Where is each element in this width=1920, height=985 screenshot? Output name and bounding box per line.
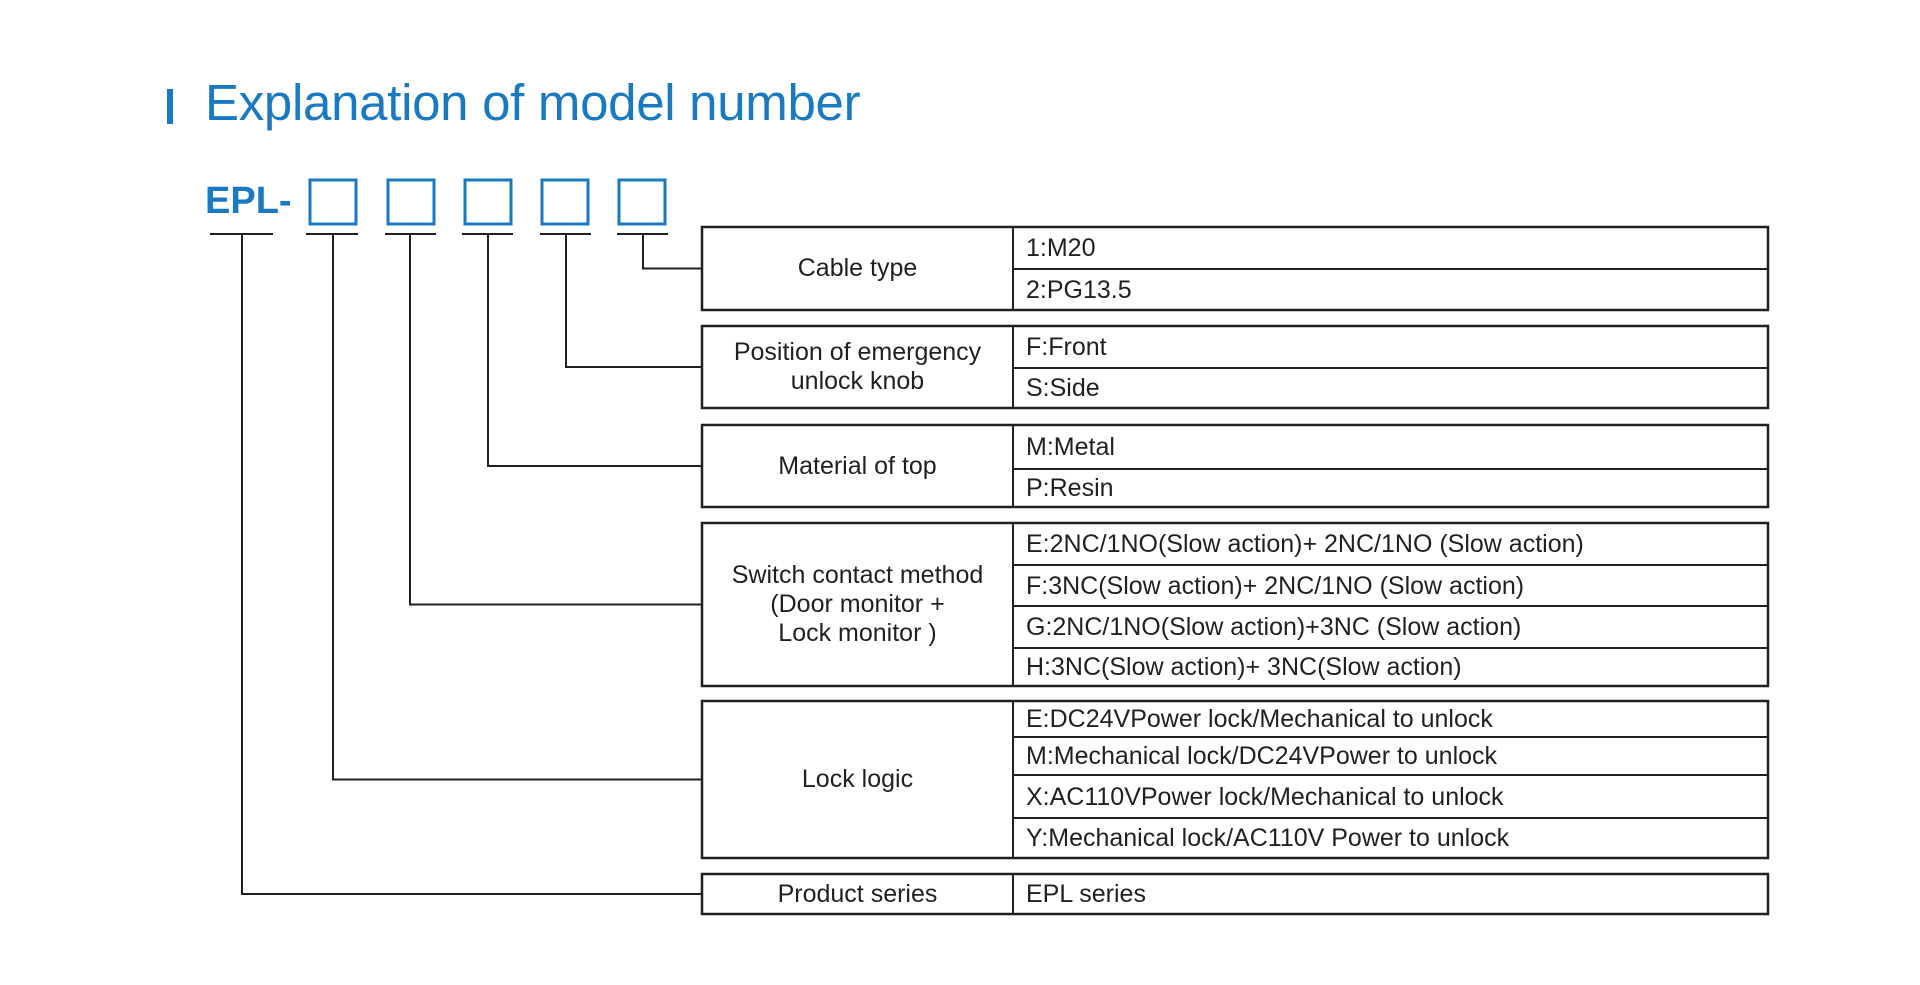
category-label: Lock logic (801, 765, 914, 793)
connector-6 (241, 234, 702, 895)
model-prefix: EPL- (205, 180, 292, 222)
category-label: Position of emergency unlock knob (733, 338, 982, 395)
option-text: P:Resin (1026, 474, 1114, 502)
connector-1 (642, 234, 702, 270)
page-title: Explanation of model number (205, 74, 861, 131)
option-text: X:AC110VPower lock/Mechanical to unlock (1026, 782, 1504, 811)
category-label: Cable type (797, 254, 918, 282)
option-text: E:DC24VPower lock/Mechanical to unlock (1026, 705, 1493, 733)
code-box-3 (463, 178, 513, 226)
connector-4 (409, 234, 702, 606)
title-accent-bar (167, 89, 173, 124)
code-box-1 (308, 178, 358, 226)
category-label: Switch contact method (Door monitor + Lo… (731, 561, 984, 647)
option-text: Y:Mechanical lock/AC110V Power to unlock (1026, 824, 1510, 852)
category-label: Product series (777, 879, 938, 908)
code-box-5 (617, 178, 667, 226)
option-text: G:2NC/1NO(Slow action)+3NC (Slow action) (1026, 613, 1522, 641)
connector-3 (487, 234, 702, 467)
option-text: 2:PG13.5 (1026, 275, 1132, 304)
option-text: EPL series (1026, 880, 1146, 908)
code-box-4 (540, 178, 590, 226)
connector-2 (565, 234, 702, 368)
connector-5 (332, 234, 702, 781)
option-text: M:Metal (1026, 433, 1115, 461)
code-box-2 (386, 178, 436, 226)
option-text: E:2NC/1NO(Slow action)+ 2NC/1NO (Slow ac… (1026, 530, 1584, 558)
option-text: H:3NC(Slow action)+ 3NC(Slow action) (1026, 653, 1462, 681)
option-text: S:Side (1026, 374, 1100, 402)
option-text: F:3NC(Slow action)+ 2NC/1NO (Slow action… (1026, 571, 1525, 600)
option-text: 1:M20 (1026, 234, 1096, 262)
option-text: F:Front (1026, 333, 1107, 361)
option-text: M:Mechanical lock/DC24VPower to unlock (1026, 742, 1498, 770)
category-label: Material of top (778, 451, 937, 480)
